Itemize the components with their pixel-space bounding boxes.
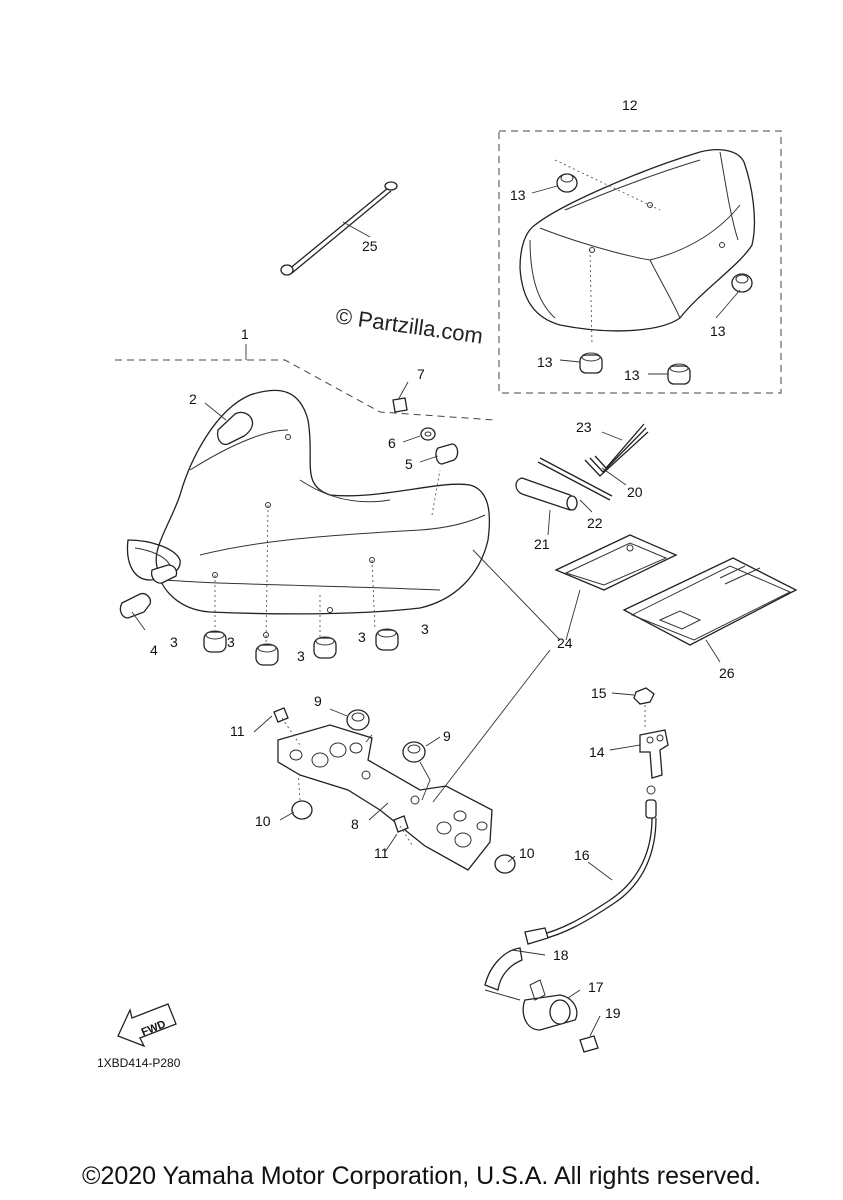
callout-13: 13 [510,187,526,203]
damper-4 [119,564,178,619]
callout-14: 14 [589,744,605,760]
seat-lock-wire-25 [280,181,398,276]
callout-2: 2 [189,391,197,407]
damper-13-top [556,173,578,193]
callout-10: 10 [519,845,535,861]
rear-seat-drawing [519,149,756,346]
callout-22: 22 [587,515,603,531]
bolt-11-b [393,815,409,833]
callout-8: 8 [351,816,359,832]
callout-3: 3 [227,634,235,650]
callout-13: 13 [710,323,726,339]
damper-10-a [291,800,313,820]
seat-lock-hook-14 [639,729,669,779]
damper-3-d [375,628,399,651]
screwdriver-22 [537,457,613,501]
callout-3: 3 [170,634,178,650]
screw-19 [579,1035,599,1053]
bolt-11-a [273,707,289,723]
callout-25: 25 [362,238,378,254]
callout-3: 3 [421,621,429,637]
damper-3-a [203,630,227,653]
callout-7: 7 [417,366,425,382]
damper-13-right [731,273,753,293]
callout-17: 17 [588,979,604,995]
hex-wrenches-20-23 [584,423,649,477]
callout-9: 9 [443,728,451,744]
callout-11: 11 [230,723,245,739]
nut-15 [633,687,655,705]
callout-6: 6 [388,435,396,451]
callout-20: 20 [627,484,643,500]
callout-19: 19 [605,1005,621,1021]
damper-2 [216,411,254,446]
callout-21: 21 [534,536,550,552]
callout-11: 11 [374,845,389,861]
fwd-arrow-label: FWD [140,1018,168,1039]
tool-handle-21 [515,477,578,511]
damper-13-bottom-right [667,363,691,385]
callout-15: 15 [591,685,607,701]
seat-lock-cable-16 [524,785,657,945]
callout-10: 10 [255,813,271,829]
seat-lock-17 [484,979,578,1031]
damper-9-a [346,709,370,731]
callout-13: 13 [624,367,640,383]
callout-12: 12 [622,97,638,113]
fwd-arrow [117,1003,177,1048]
callout-16: 16 [574,847,590,863]
damper-13-bottom-left [579,352,603,374]
seat-group-leader [115,359,496,421]
damper-10-b [494,854,516,874]
callout-1: 1 [241,326,249,342]
callout-3: 3 [358,629,366,645]
copyright-notice: ©2020 Yamaha Motor Corporation, U.S.A. A… [82,1162,761,1190]
tool-bag-24 [554,534,678,591]
lock-lever-18 [484,947,523,991]
callout-23: 23 [576,419,592,435]
seat-kit-dashed-box [498,130,782,394]
collar-5 [435,443,459,465]
callout-13: 13 [537,354,553,370]
owner-manual-26 [622,557,798,646]
washer-6 [420,427,436,441]
callout-9: 9 [314,693,322,709]
damper-9-b [402,741,426,763]
callout-4: 4 [150,642,158,658]
callout-18: 18 [553,947,569,963]
seat-bracket-8 [277,724,493,871]
callout-5: 5 [405,456,413,472]
callout-3: 3 [297,648,305,664]
callout-26: 26 [719,665,735,681]
front-seat-drawing [126,389,491,646]
watermark: © Partzilla.com [334,303,484,348]
damper-3-b [255,643,279,666]
damper-3-c [313,636,337,659]
bolt-7 [392,397,408,413]
callout-24: 24 [557,635,573,651]
diagram-code: 1XBD414-P280 [97,1056,181,1070]
